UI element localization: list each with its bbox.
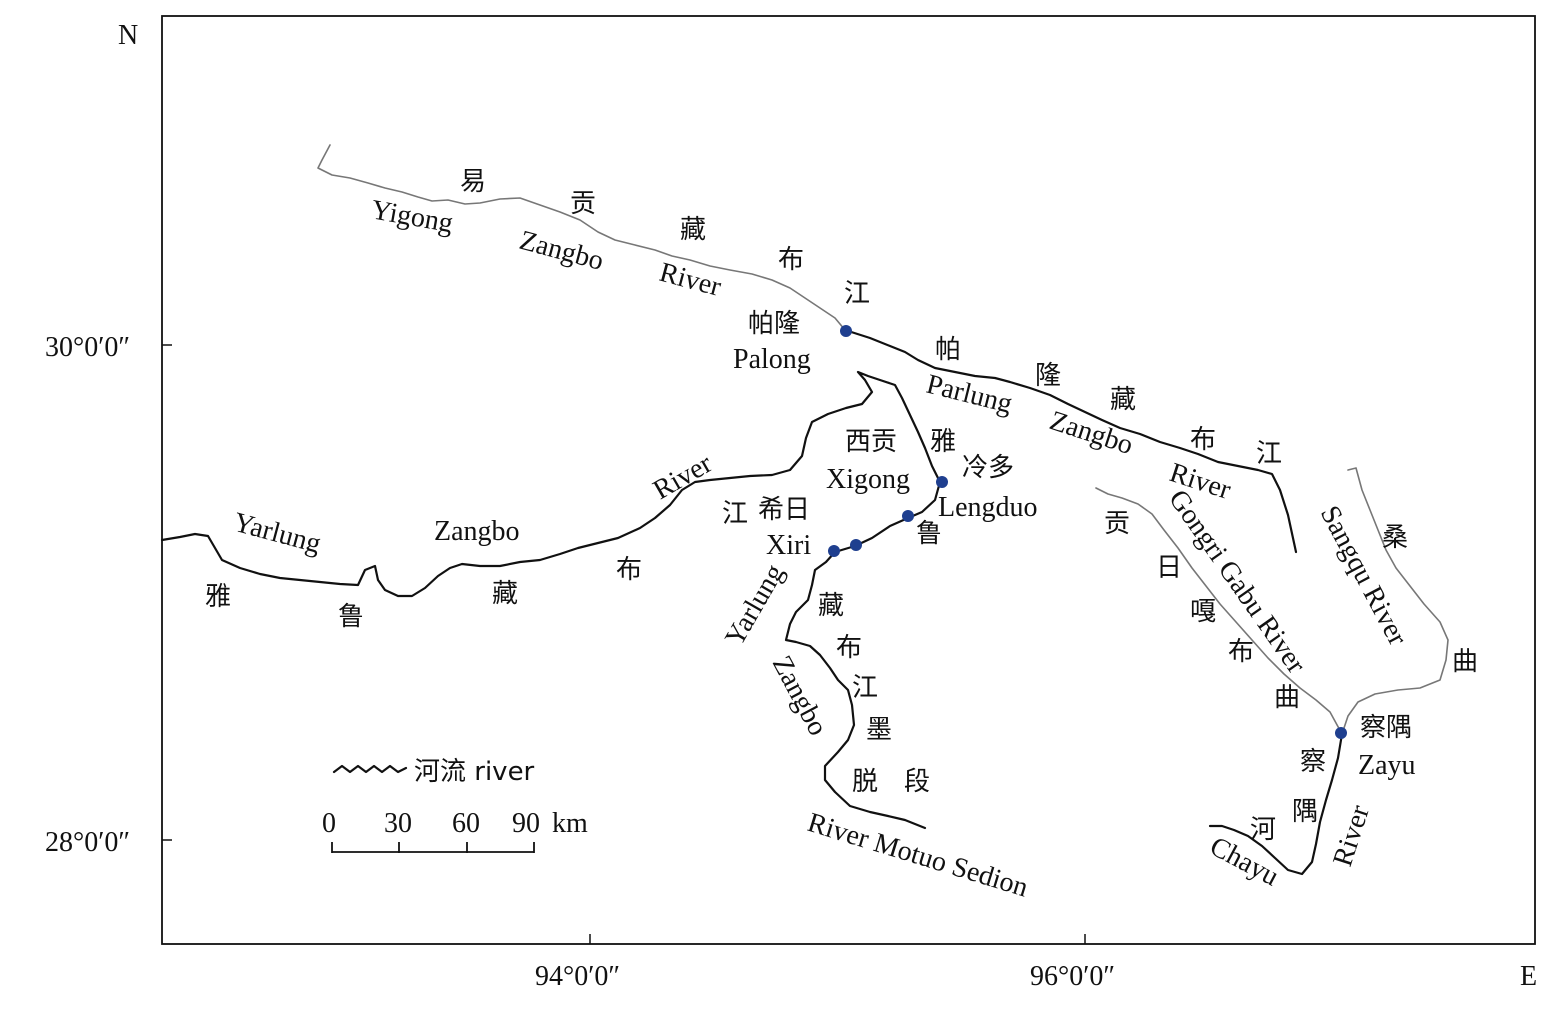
sangqu-zh-2: 曲 bbox=[1452, 647, 1478, 677]
lat-label-28: 28°0′0″ bbox=[45, 827, 130, 858]
legend-label: 河流 river bbox=[414, 757, 535, 787]
gongri-zh-1: 贡 bbox=[1104, 509, 1130, 539]
station-zayu-zh: 察隅 bbox=[1360, 713, 1412, 743]
parlung-zh-4: 布 bbox=[1190, 425, 1216, 455]
station-palong-zh: 帕隆 bbox=[748, 309, 800, 339]
yigong-zh-2: 贡 bbox=[570, 189, 596, 219]
yarlung-upper-zh-1: 雅 bbox=[205, 582, 231, 612]
yarlung-lower-zh-1: 雅 bbox=[930, 427, 956, 457]
station-lengduo-en: Lengduo bbox=[938, 492, 1038, 523]
scale-tick-90: 90 bbox=[512, 808, 540, 839]
yarlung-lower-zh-6: 墨 bbox=[866, 715, 892, 745]
yarlung-lower-zh-3: 藏 bbox=[818, 591, 844, 621]
station-xiri-dot[interactable] bbox=[828, 545, 840, 557]
yarlung-upper-en-1: Yarlung bbox=[230, 507, 324, 560]
scale-bar bbox=[331, 842, 535, 853]
gongri-river-line bbox=[1095, 487, 1343, 735]
yigong-river-line bbox=[317, 144, 846, 331]
yarlung-upper-zh-4: 布 bbox=[616, 555, 642, 585]
station-zayu-dot[interactable] bbox=[1335, 727, 1347, 739]
yarlung-lower-en-1: Yarlung bbox=[719, 559, 790, 652]
yarlung-upper-zh-2: 鲁 bbox=[338, 602, 364, 632]
yarlung-lower-zh-4: 布 bbox=[836, 633, 862, 663]
gongri-zh-5: 曲 bbox=[1274, 683, 1300, 713]
yarlung-upper-en-3: River bbox=[648, 448, 718, 506]
parlung-en-1: Parlung bbox=[923, 369, 1015, 420]
yarlung-lower-en-2: Zangbo bbox=[766, 651, 834, 741]
station-palong-en: Palong bbox=[733, 344, 811, 375]
yarlung-lower-zh-5: 江 bbox=[852, 673, 878, 703]
station-xigong-en: Xigong bbox=[826, 464, 910, 495]
chayu-zh-2: 隅 bbox=[1292, 797, 1318, 827]
lon-label-94: 94°0′0″ bbox=[535, 961, 620, 992]
chayu-en-2: River bbox=[1327, 801, 1376, 870]
chayu-zh-3: 河 bbox=[1250, 815, 1276, 845]
yarlung-upper-line bbox=[160, 370, 942, 598]
station-lengduo-dot[interactable] bbox=[936, 476, 948, 488]
station-points bbox=[828, 325, 1347, 739]
yarlung-upper-en-2: Zangbo bbox=[434, 516, 520, 547]
yarlung-lower-zh-7: 脱 bbox=[852, 767, 878, 797]
north-label: N bbox=[118, 20, 138, 51]
station-xiri-en: Xiri bbox=[766, 530, 811, 561]
sangqu-zh-1: 桑 bbox=[1382, 523, 1408, 553]
yarlung-lower-line bbox=[784, 550, 927, 830]
yarlung-upper-zh-5: 江 bbox=[722, 499, 748, 529]
gongri-zh-3: 嘎 bbox=[1190, 597, 1216, 627]
parlung-zh-5: 江 bbox=[1256, 439, 1282, 469]
yarlung-lower-en-3: River Motuo Sedion bbox=[804, 807, 1032, 904]
scale-tick-0: 0 bbox=[322, 808, 336, 839]
yigong-en-3: River bbox=[656, 257, 725, 303]
parlung-zh-3: 藏 bbox=[1110, 385, 1136, 415]
station-palong-dot[interactable] bbox=[840, 325, 852, 337]
lon-label-96: 96°0′0″ bbox=[1030, 961, 1115, 992]
yigong-zh-3: 藏 bbox=[680, 215, 706, 245]
map-frame bbox=[161, 15, 1536, 945]
station-lengduo-zh: 冷多 bbox=[962, 453, 1014, 483]
yarlung-upper-zh-3: 藏 bbox=[492, 579, 518, 609]
yigong-en-2: Zangbo bbox=[516, 225, 607, 277]
parlung-river-line bbox=[843, 328, 1298, 554]
yigong-zh-4: 布 bbox=[778, 245, 804, 275]
scale-tick-30: 30 bbox=[384, 808, 412, 839]
station-xiri-zh: 希日 bbox=[758, 495, 810, 525]
station-xigong-dot[interactable] bbox=[902, 510, 914, 522]
scale-tick-60: 60 bbox=[452, 808, 480, 839]
parlung-zh-2: 隆 bbox=[1035, 361, 1061, 391]
chayu-zh-1: 察 bbox=[1300, 747, 1326, 777]
yigong-zh-1: 易 bbox=[460, 167, 486, 197]
east-label: E bbox=[1520, 961, 1537, 992]
gongri-zh-2: 日 bbox=[1156, 553, 1182, 583]
station-mid-dot[interactable] bbox=[850, 539, 862, 551]
yigong-zh-5: 江 bbox=[844, 279, 870, 309]
station-xigong-zh: 西贡 bbox=[845, 427, 897, 457]
parlung-zh-1: 帕 bbox=[935, 335, 961, 365]
yarlung-lower-zh-2: 鲁 bbox=[916, 519, 942, 549]
scale-unit: km bbox=[552, 808, 588, 839]
gongri-zh-4: 布 bbox=[1228, 637, 1254, 667]
legend-river-symbol bbox=[332, 764, 408, 774]
sangqu-river-line bbox=[1341, 467, 1449, 735]
yarlung-lower-zh-8: 段 bbox=[904, 767, 930, 797]
chayu-river-line bbox=[1208, 732, 1344, 876]
station-zayu-en: Zayu bbox=[1358, 750, 1416, 781]
lat-label-30: 30°0′0″ bbox=[45, 332, 130, 363]
